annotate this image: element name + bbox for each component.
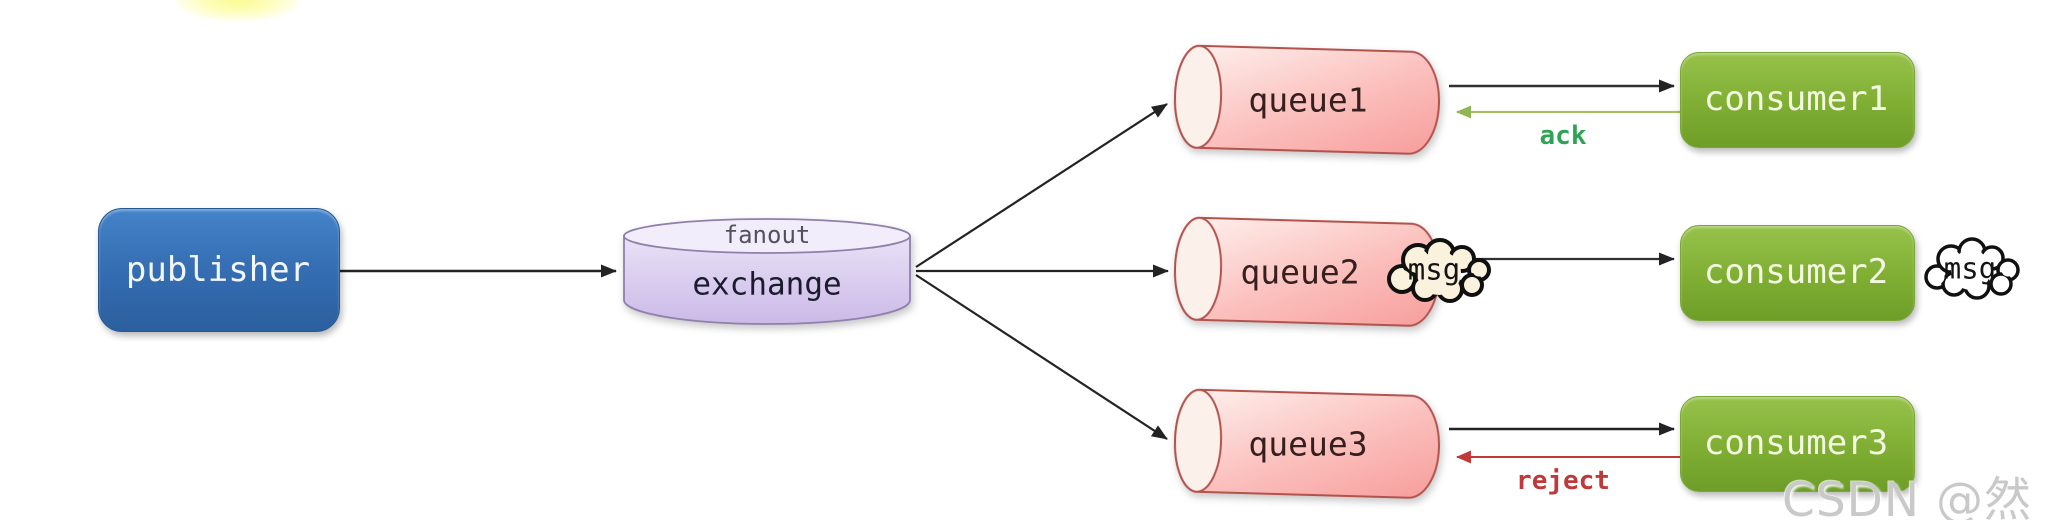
- cloud-fill: [1929, 242, 2015, 295]
- exchange-cylinder-top: [623, 218, 911, 254]
- queue3-label: queue3: [1248, 424, 1368, 464]
- consumer3-node: [1680, 396, 1915, 492]
- cloud-fill: [1393, 244, 1486, 298]
- queue1-node: [1174, 44, 1440, 155]
- publisher-node: [98, 208, 340, 332]
- message-label-consumer2: msg: [1943, 251, 1997, 286]
- arrow-exchange-to-queue3: [915, 274, 1168, 440]
- exchange-cylinder-body: [623, 235, 911, 325]
- consumer2-label: consumer2: [1703, 252, 1889, 292]
- queue2-node: [1174, 216, 1440, 327]
- consumer2-node: [1680, 225, 1915, 321]
- queue-cylinder-cap: [1174, 216, 1223, 321]
- exchange-type-label: fanout: [723, 221, 811, 249]
- highlight-blob: [174, 0, 302, 22]
- watermark: CSDN @然子而: [1782, 473, 2032, 520]
- queue1-label: queue1: [1248, 80, 1368, 120]
- ack-edge-label: ack: [1539, 121, 1587, 151]
- queue-cylinder-cap: [1174, 388, 1223, 493]
- queue-cylinder-cap: [1174, 44, 1223, 149]
- consumer1-node: [1680, 52, 1915, 148]
- message-label-queue2: msg: [1407, 252, 1461, 287]
- exchange-label: exchange: [692, 266, 842, 303]
- exchange-node: [623, 218, 911, 325]
- message-cloud-consumer2: [1924, 237, 2020, 300]
- consumer3-label: consumer3: [1703, 423, 1889, 463]
- publisher-label: publisher: [125, 250, 311, 290]
- queue2-label: queue2: [1240, 252, 1360, 292]
- message-cloud-queue2: [1387, 238, 1491, 303]
- arrow-exchange-to-queue1: [915, 103, 1168, 268]
- consumer1-label: consumer1: [1703, 79, 1889, 119]
- queue3-node: [1174, 388, 1440, 499]
- reject-edge-label: reject: [1516, 466, 1610, 496]
